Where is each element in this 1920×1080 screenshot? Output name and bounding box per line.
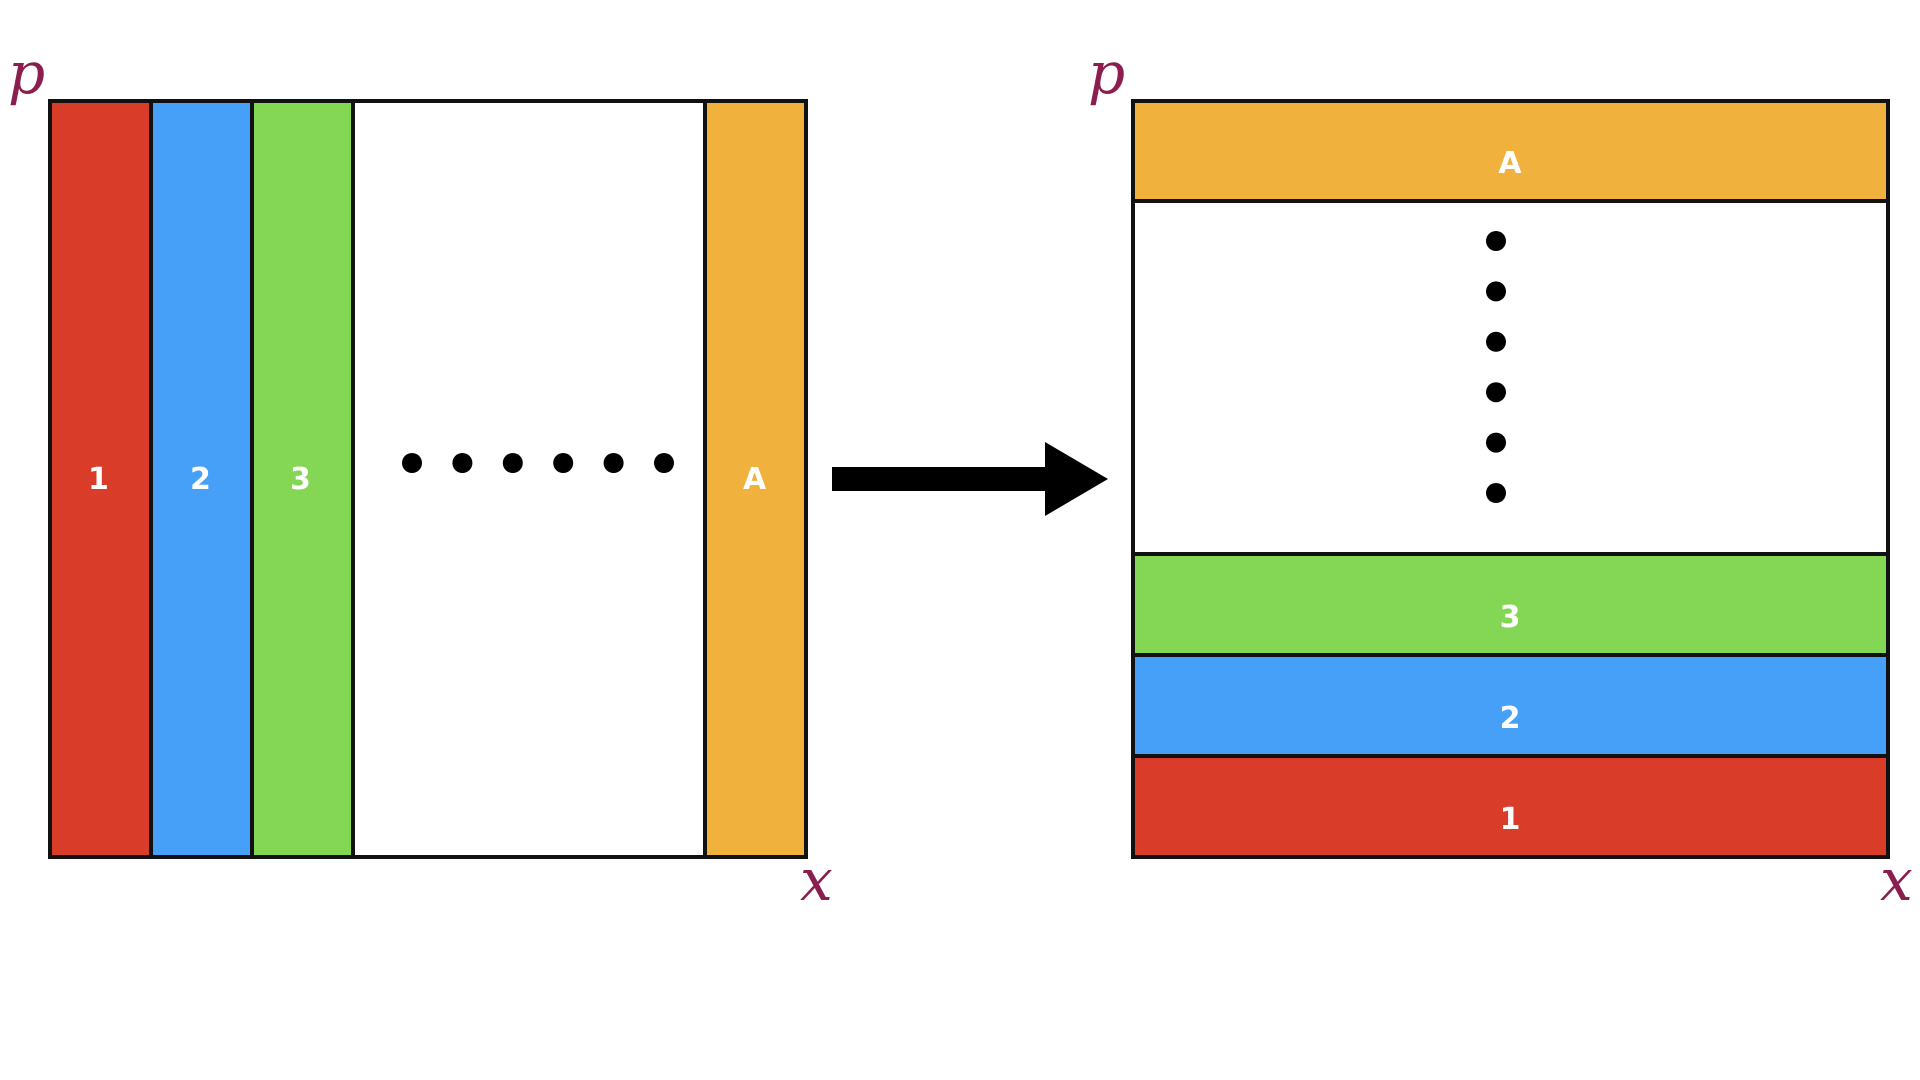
right-ellipsis-dot — [1486, 483, 1506, 503]
right-arrow-head-icon — [1045, 442, 1108, 516]
right-strip-2 — [1131, 653, 1890, 758]
left-panel: p x 1 2 3 A — [8, 39, 833, 914]
transform-arrow — [832, 442, 1108, 516]
left-y-axis-label: p — [8, 39, 45, 107]
left-ellipsis-dot — [452, 453, 473, 473]
left-strip-1-label: 1 — [88, 462, 109, 497]
left-strip-1 — [48, 99, 153, 859]
right-vertical-ellipsis — [1486, 231, 1506, 503]
right-strip-a-label: A — [1498, 146, 1522, 181]
left-strip-a-label: A — [743, 462, 767, 497]
right-strip-2-label: 2 — [1500, 701, 1521, 736]
left-strip-3-label: 3 — [290, 462, 311, 497]
right-blank-region — [1131, 199, 1890, 556]
right-strip-1 — [1131, 754, 1890, 859]
right-ellipsis-dot — [1486, 331, 1506, 352]
right-ellipsis-dot — [1486, 281, 1506, 302]
left-horizontal-ellipsis — [402, 453, 674, 473]
right-strip-3 — [1131, 552, 1890, 657]
left-strip-3 — [250, 99, 355, 859]
right-strip-a — [1131, 99, 1890, 203]
right-panel: p x A 3 2 1 — [1088, 39, 1913, 914]
left-ellipsis-dot — [553, 453, 574, 473]
right-strip-1-label: 1 — [1500, 802, 1521, 837]
right-strip-3-label: 3 — [1500, 600, 1521, 635]
left-strip-a — [703, 99, 808, 859]
right-ellipsis-dot — [1486, 432, 1506, 453]
left-ellipsis-dot — [402, 453, 422, 473]
left-ellipsis-dot — [654, 453, 674, 473]
right-ellipsis-dot — [1486, 382, 1506, 403]
left-blank-region — [351, 99, 707, 859]
right-arrow-icon — [832, 467, 1046, 491]
left-strip-2-label: 2 — [190, 462, 211, 497]
right-y-axis-label: p — [1088, 39, 1125, 107]
left-ellipsis-dot — [502, 453, 523, 473]
left-ellipsis-dot — [603, 453, 624, 473]
right-ellipsis-dot — [1486, 231, 1506, 251]
left-strip-2 — [149, 99, 254, 859]
